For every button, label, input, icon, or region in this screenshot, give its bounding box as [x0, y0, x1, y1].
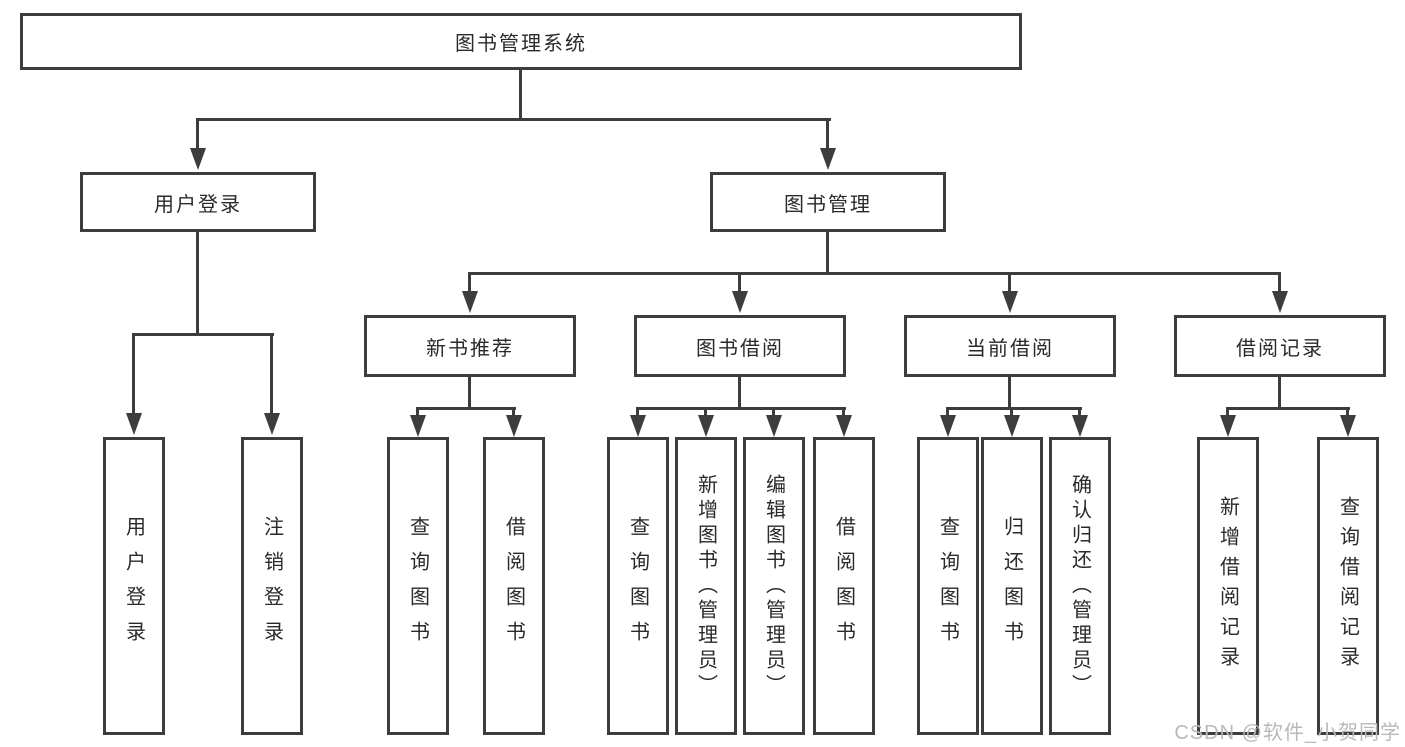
arrow-down-icon — [1340, 415, 1356, 437]
node-label: 新书推荐 — [426, 337, 514, 360]
connector-root-drop-left — [196, 121, 199, 148]
arrow-down-icon — [506, 415, 522, 437]
connector-rec-stub — [468, 377, 471, 407]
connector-br-hline — [1226, 407, 1350, 410]
node-label: 新增借阅记录 — [1216, 496, 1239, 676]
arrow-down-icon — [630, 415, 646, 437]
node-label: 图书借阅 — [696, 337, 784, 360]
connector-bb-drop-3 — [772, 410, 775, 417]
node-leaf-rec-query-books: 查询图书 — [387, 437, 449, 735]
node-leaf-logout: 注销登录 — [241, 437, 303, 735]
connector-bb-drop-1 — [636, 410, 639, 417]
connector-bb-stub — [738, 377, 741, 407]
arrow-down-icon — [1220, 415, 1236, 437]
arrow-down-icon — [732, 291, 748, 313]
connector-mgmt-stub — [826, 232, 829, 272]
node-user-login: 用户登录 — [80, 172, 316, 232]
connector-bb-drop-4 — [842, 410, 845, 417]
arrow-down-icon — [1002, 291, 1018, 313]
node-label: 归还图书 — [1000, 516, 1023, 656]
node-label: 用户登录 — [154, 193, 242, 216]
csdn-watermark: CSDN @软件_小贺同学 — [1174, 722, 1401, 744]
connector-br-stub — [1278, 377, 1281, 407]
connector-login-hline — [132, 333, 274, 336]
node-label: 图书管理系统 — [455, 33, 587, 55]
connector-cb-drop-1 — [946, 410, 949, 417]
node-leaf-rec-borrow-books: 借阅图书 — [483, 437, 545, 735]
node-label: 查询图书 — [936, 516, 959, 656]
node-label: 编辑图书（管理员） — [762, 473, 785, 699]
connector-cb-drop-2 — [1010, 410, 1013, 417]
connector-cb-stub — [1008, 377, 1011, 407]
node-label: 确认归还（管理员） — [1068, 473, 1091, 699]
node-leaf-bb-query-books: 查询图书 — [607, 437, 669, 735]
connector-bb-drop-2 — [704, 410, 707, 417]
node-leaf-bb-borrow-books: 借阅图书 — [813, 437, 875, 735]
connector-login-drop-1 — [132, 336, 135, 413]
node-label: 图书管理 — [784, 193, 872, 216]
node-library-management-system: 图书管理系统 — [20, 13, 1022, 70]
node-label: 当前借阅 — [966, 337, 1054, 360]
arrow-down-icon — [126, 413, 142, 435]
connector-bb-hline — [636, 407, 846, 410]
connector-mgmt-drop-2 — [738, 275, 741, 291]
node-leaf-cb-return-books: 归还图书 — [981, 437, 1043, 735]
node-label: 用户登录 — [122, 516, 145, 656]
node-leaf-cb-confirm-return-admin: 确认归还（管理员） — [1049, 437, 1111, 735]
node-borrowing-records: 借阅记录 — [1174, 315, 1386, 377]
connector-mgmt-drop-4 — [1278, 275, 1281, 291]
arrow-down-icon — [1004, 415, 1020, 437]
node-leaf-bb-edit-books-admin: 编辑图书（管理员） — [743, 437, 805, 735]
connector-rec-drop-2 — [512, 410, 515, 417]
connector-mgmt-drop-3 — [1008, 275, 1011, 291]
connector-cb-drop-3 — [1078, 410, 1081, 417]
arrow-down-icon — [462, 291, 478, 313]
node-new-book-recommend: 新书推荐 — [364, 315, 576, 377]
arrow-down-icon — [836, 415, 852, 437]
connector-login-stub — [196, 232, 199, 333]
arrow-down-icon — [820, 148, 836, 170]
node-label: 借阅图书 — [832, 516, 855, 656]
connector-mgmt-drop-1 — [468, 275, 471, 291]
arrow-down-icon — [410, 415, 426, 437]
node-book-management: 图书管理 — [710, 172, 946, 232]
arrow-down-icon — [264, 413, 280, 435]
node-label: 查询借阅记录 — [1336, 496, 1359, 676]
node-current-borrowing: 当前借阅 — [904, 315, 1116, 377]
node-leaf-bb-add-books-admin: 新增图书（管理员） — [675, 437, 737, 735]
node-leaf-br-query-record: 查询借阅记录 — [1317, 437, 1379, 735]
connector-rec-drop-1 — [416, 410, 419, 417]
node-label: 查询图书 — [406, 516, 429, 656]
node-label: 借阅图书 — [502, 516, 525, 656]
node-leaf-user-login: 用户登录 — [103, 437, 165, 735]
connector-rec-hline — [416, 407, 516, 410]
node-leaf-br-add-record: 新增借阅记录 — [1197, 437, 1259, 735]
node-book-borrowing: 图书借阅 — [634, 315, 846, 377]
connector-login-drop-2 — [270, 336, 273, 413]
connector-root-hline — [196, 118, 831, 121]
arrow-down-icon — [698, 415, 714, 437]
connector-root-drop-right — [826, 121, 829, 148]
connector-cb-hline — [946, 407, 1082, 410]
arrow-down-icon — [940, 415, 956, 437]
node-leaf-cb-query-books: 查询图书 — [917, 437, 979, 735]
arrow-down-icon — [1272, 291, 1288, 313]
connector-mgmt-hline — [468, 272, 1281, 275]
node-label: 查询图书 — [626, 516, 649, 656]
connector-br-drop-1 — [1226, 410, 1229, 417]
node-label: 新增图书（管理员） — [694, 473, 717, 699]
connector-br-drop-2 — [1346, 410, 1349, 417]
arrow-down-icon — [766, 415, 782, 437]
connector-root-stub — [519, 70, 522, 118]
node-label: 注销登录 — [260, 516, 283, 656]
node-label: 借阅记录 — [1236, 337, 1324, 360]
arrow-down-icon — [190, 148, 206, 170]
arrow-down-icon — [1072, 415, 1088, 437]
